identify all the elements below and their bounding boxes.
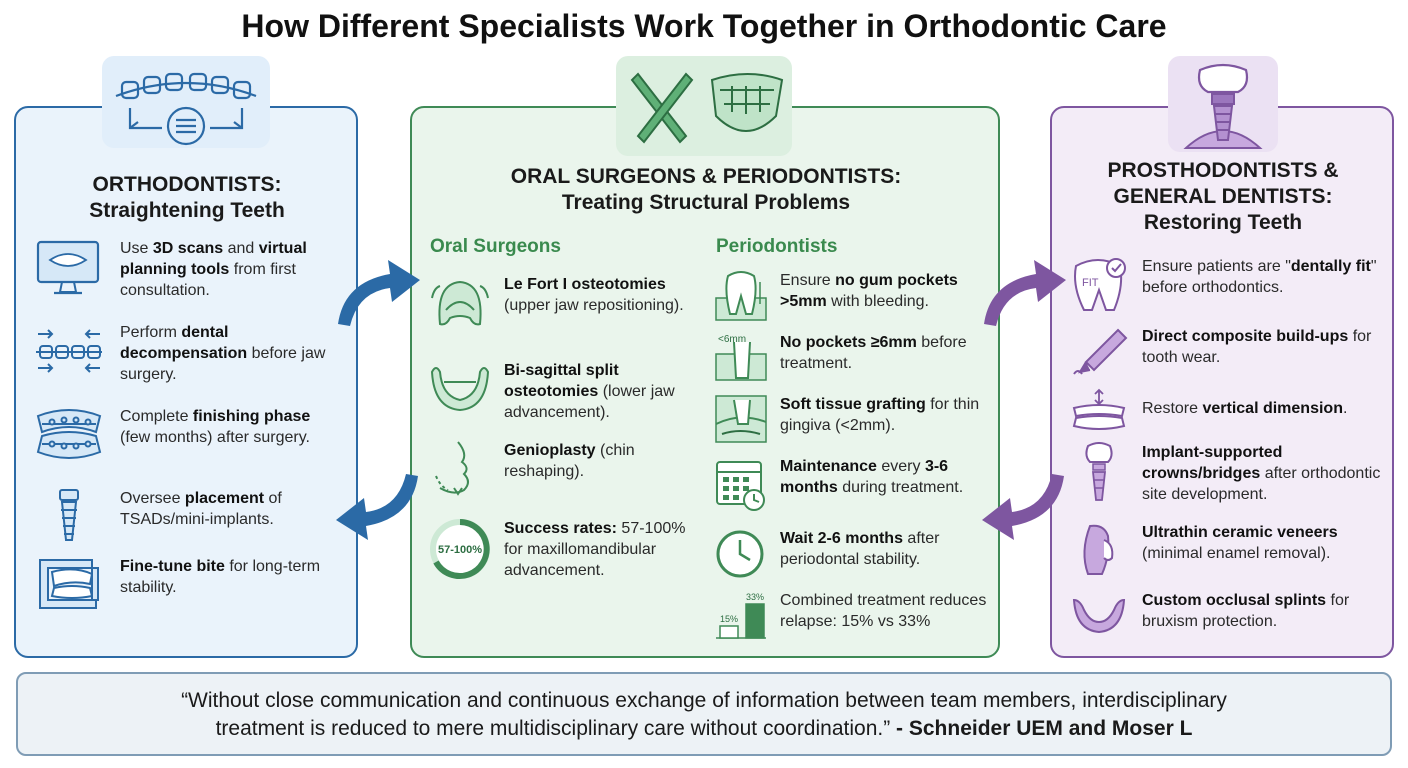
braces-arrows-icon: [36, 329, 102, 373]
periodontists-heading: Periodontists: [716, 236, 838, 257]
periodontist-item: Soft tissue grafting for thin gingiva (<…: [714, 394, 990, 444]
periodontist-item: Ensure no gum pockets >5mm with bleeding…: [714, 270, 990, 322]
implant-crown-header-icon: [1168, 56, 1278, 152]
tissue-graft-icon: [715, 395, 767, 443]
braces-header-icon: [102, 56, 270, 148]
depth-label: <6mm: [718, 334, 746, 345]
prosth-item: FIT Ensure patients are "dentally fit" b…: [1068, 256, 1386, 314]
prosth-item: Custom occlusal splints for bruxism prot…: [1068, 590, 1386, 638]
quote-line-2: treatment is reduced to mere multidiscip…: [215, 717, 1193, 740]
fit-tooth-icon: FIT: [1074, 258, 1126, 311]
periodontist-item: Wait 2-6 months after periodontal stabil…: [714, 528, 990, 580]
periodontist-item: 15% 33% Combined treatment reduces relap…: [714, 590, 994, 640]
quote-line-1: “Without close communication and continu…: [181, 689, 1227, 712]
calendar-clock-icon: [716, 461, 765, 511]
oral-surgeon-item: 57-100% Success rates: 57-100% for maxil…: [428, 518, 708, 581]
periodontist-item: <6mm No pockets ≥6mm before treatment.: [714, 332, 990, 382]
pocket-depth-icon: <6mm: [715, 334, 767, 381]
prosth-item: Direct composite build-ups for tooth wea…: [1068, 326, 1386, 380]
prosth-item: Ultrathin ceramic veneers (minimal ename…: [1068, 522, 1386, 578]
success-ring-icon: 57-100%: [430, 519, 490, 579]
upper-jaw-icon: [431, 280, 489, 326]
prosth-item: Restore vertical dimension.: [1068, 388, 1386, 430]
bar-low: [719, 625, 739, 639]
ortho-item: Fine-tune bite for long-term stability.: [34, 556, 344, 612]
scalpel-jaw-header-icon: [616, 56, 792, 156]
surgeons-periodontists-panel: [410, 106, 1000, 658]
implant-crown-icon: [1085, 442, 1113, 501]
oral-surgeons-heading: Oral Surgeons: [430, 236, 561, 257]
braces-arch-icon: [36, 409, 102, 459]
occlusal-splint-icon: [1072, 598, 1126, 634]
quote-box: “Without close communication and continu…: [16, 672, 1392, 756]
lower-jaw-icon: [430, 367, 490, 412]
mini-implant-icon: [59, 489, 79, 541]
periodontist-item: Maintenance every 3-6 months during trea…: [714, 456, 990, 512]
oral-surgeon-item: Le Fort I osteotomies (upper jaw reposit…: [428, 274, 708, 334]
ortho-item: Oversee placement of TSADs/mini-implants…: [34, 488, 344, 544]
arrow-ortho-to-surgeons: [338, 260, 420, 326]
bar-high: [745, 603, 765, 639]
page-title: How Different Specialists Work Together …: [241, 8, 1167, 44]
quote-attribution: - Schneider UEM and Moser L: [890, 717, 1193, 740]
orthodontists-title: ORTHODONTISTS: Straightening Teeth: [89, 173, 285, 222]
monitor-scan-icon: [36, 240, 100, 295]
arrow-surgeons-to-ortho: [336, 474, 418, 540]
veneer-icon: [1083, 524, 1114, 575]
clock-icon: [716, 530, 764, 578]
prosthodontists-panel: [1050, 106, 1394, 658]
prosthodontists-title: PROSTHODONTISTS & GENERAL DENTISTS: Rest…: [1107, 159, 1339, 234]
chin-profile-icon: [435, 441, 469, 496]
gum-pocket-icon: [715, 271, 767, 321]
vertical-dimension-icon: [1072, 388, 1126, 430]
bar-compare-icon: 15% 33%: [716, 592, 766, 639]
arrow-prosth-to-surgeons: [982, 474, 1064, 540]
fit-label: FIT: [1082, 277, 1099, 289]
arrow-surgeons-to-prosth: [984, 260, 1066, 326]
ring-label: 57-100%: [438, 544, 482, 556]
articulator-icon: [39, 559, 99, 609]
surgeons-title: ORAL SURGEONS & PERIODONTISTS: Treating …: [510, 165, 902, 214]
oral-surgeon-item: Bi-sagittal split osteotomies (lower jaw…: [428, 360, 708, 423]
composite-syringe-icon: [1073, 328, 1128, 375]
bar-high-label: 33%: [746, 592, 764, 602]
ortho-item: Use 3D scans and virtual planning tools …: [34, 238, 344, 301]
prosth-item: Implant-supported crowns/bridges after o…: [1068, 442, 1386, 505]
oral-surgeon-item: Genioplasty (chin reshaping).: [428, 440, 708, 498]
bar-low-label: 15%: [720, 614, 738, 624]
ortho-item: Perform dental decompensation before jaw…: [34, 322, 344, 385]
ortho-item: Complete finishing phase (few months) af…: [34, 406, 344, 462]
